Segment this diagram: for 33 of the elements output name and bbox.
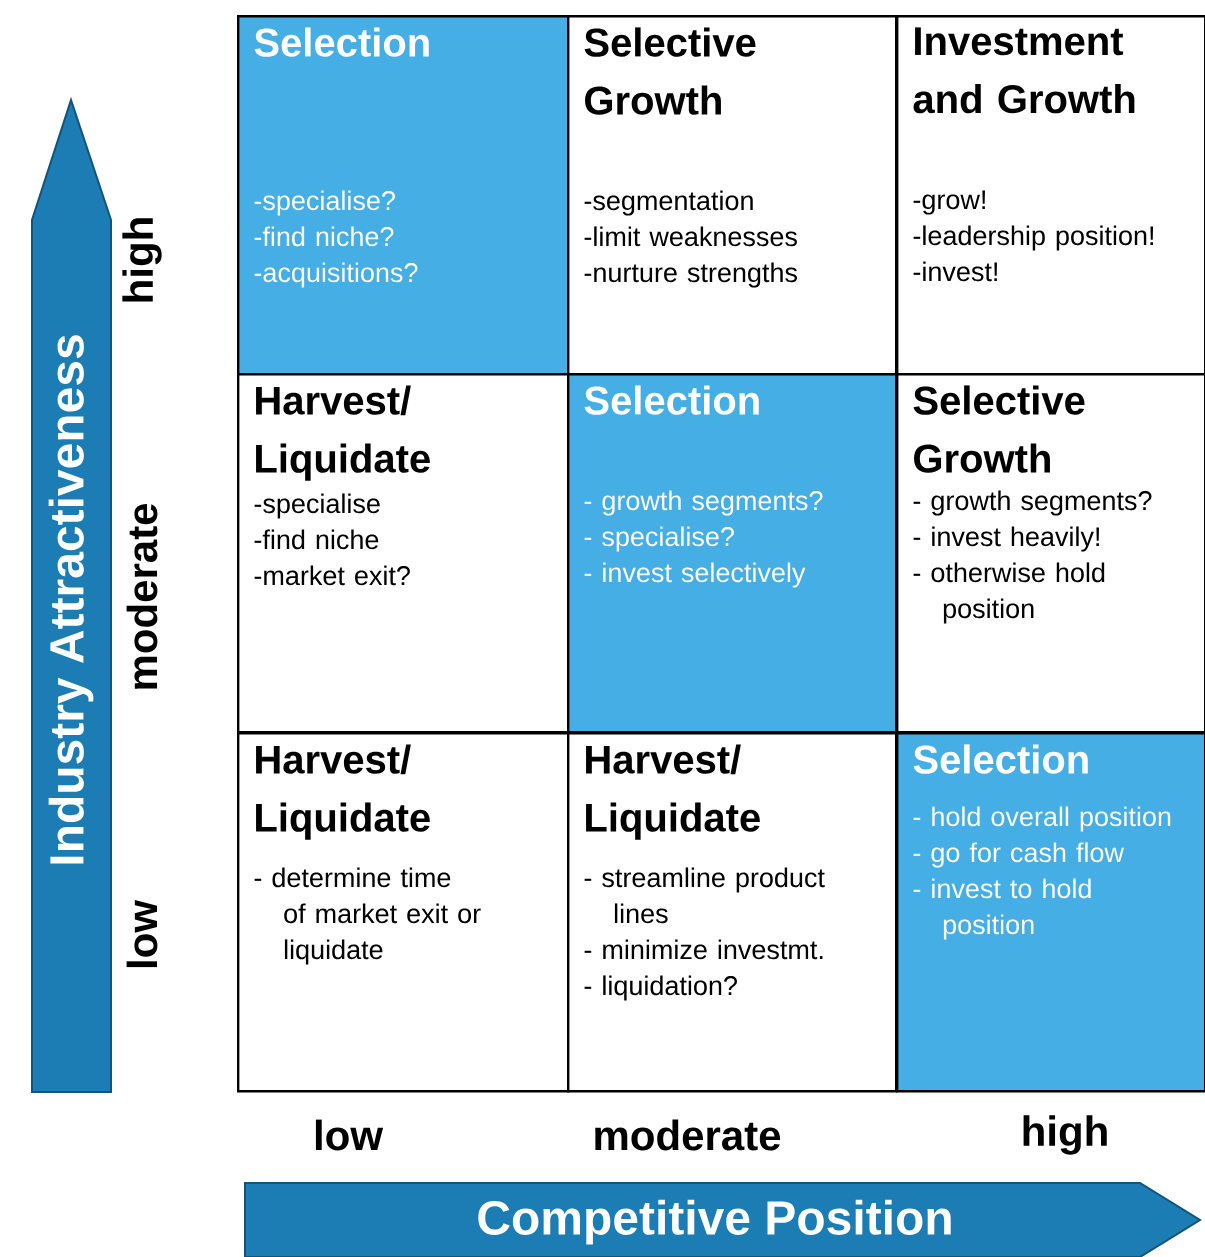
bullet-list: -specialise -find niche -market exit? <box>254 493 410 586</box>
matrix-cell <box>896 732 1205 1093</box>
axis-label: moderate <box>126 503 158 689</box>
bullet-list: - streamline product lines - minimize investmt. - liquidation? <box>584 867 825 1001</box>
cell-heading: Harvest/ Liquidate <box>586 744 760 840</box>
cell-heading: Harvest/ Liquidate <box>256 385 430 481</box>
bullet-list: -specialise? -find niche? -acquisitions? <box>254 190 418 288</box>
bullet-list: -grow! -leadership position! -invest! <box>913 190 1154 282</box>
matrix-cell <box>896 373 1205 734</box>
axis-label: high <box>122 218 162 302</box>
cell-heading: Selective Growth <box>584 27 756 115</box>
bullet-list: - hold overall position - go for cash flow - invest to hold position <box>913 806 1171 940</box>
cell-heading: Selection <box>584 385 759 415</box>
matrix-cell <box>237 15 570 376</box>
matrix-cell <box>237 373 570 734</box>
cell-heading: Selection <box>913 744 1088 774</box>
cell-heading: Selective Growth <box>913 385 1085 473</box>
axis-label: low <box>126 899 158 968</box>
bullet-list: -segmentation -limit weaknesses -nurture strengths <box>584 190 797 288</box>
cell-heading: Harvest/ Liquidate <box>256 744 430 840</box>
cell-heading: Selection <box>254 27 429 57</box>
matrix-cell <box>567 15 898 376</box>
bullet-list: - growth segments? - specialise? - invest selectively <box>584 490 823 588</box>
matrix-cell <box>567 732 898 1093</box>
matrix-cell <box>567 373 898 734</box>
matrix-cell <box>237 732 570 1093</box>
axis-label: moderate <box>595 1119 781 1151</box>
bullet-list: - determine time of market exit or liquidate <box>254 867 481 965</box>
matrix-cell <box>896 15 1205 376</box>
axis-label: high <box>1023 1115 1107 1155</box>
bullet-list: - growth segments? - invest heavily! - otherwise hold position <box>913 490 1152 624</box>
cell-heading: Investment and Growth <box>913 27 1135 114</box>
axis-label: low <box>315 1119 384 1151</box>
